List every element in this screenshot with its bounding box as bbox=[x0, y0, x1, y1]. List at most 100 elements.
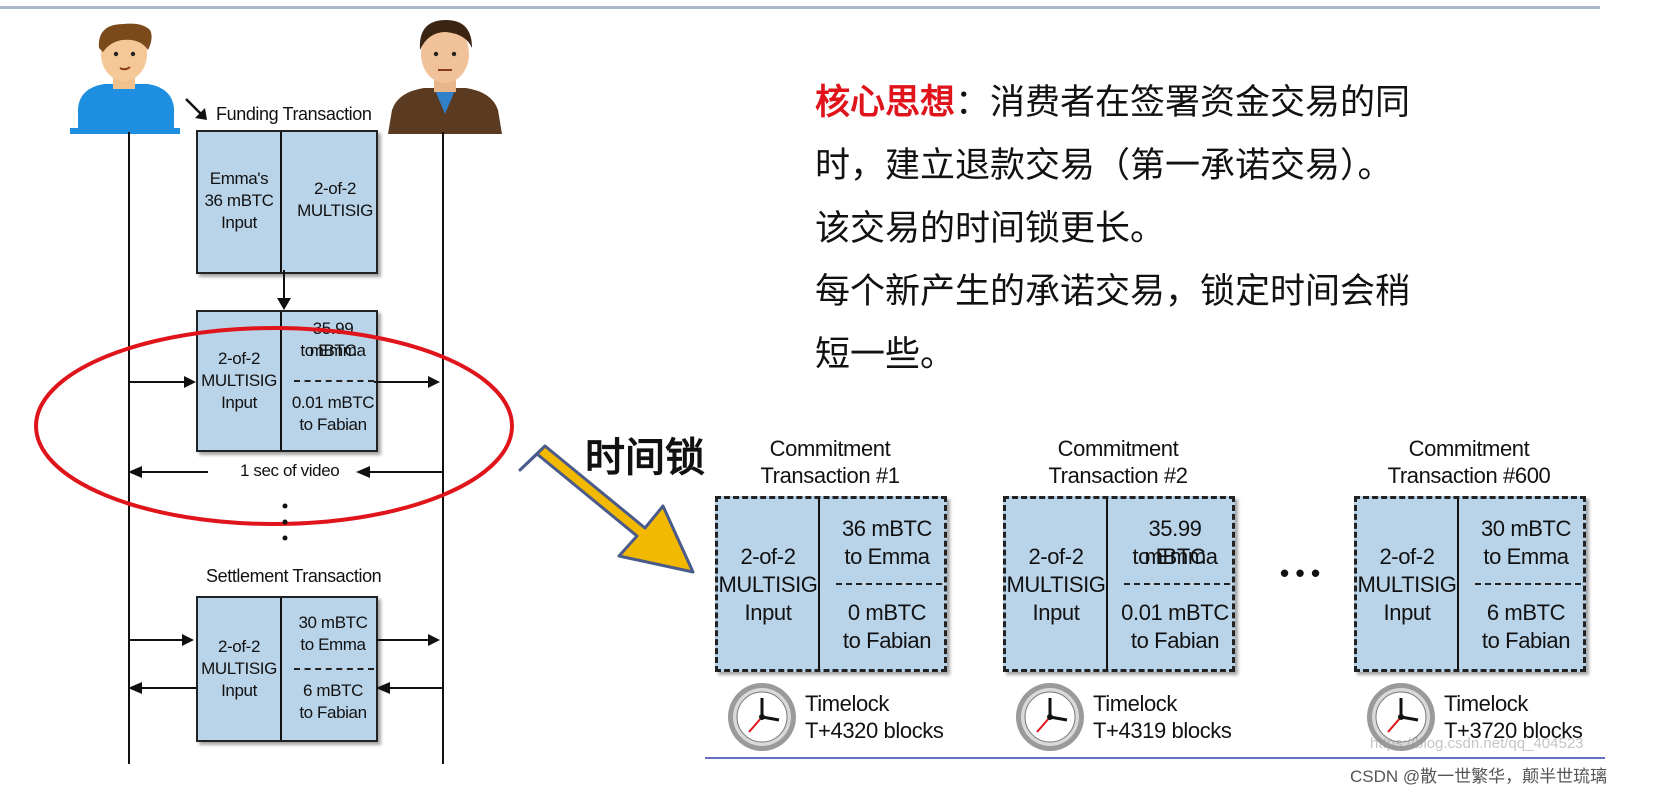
top-rule bbox=[0, 6, 1600, 9]
cb-input-l2: MULTISIG bbox=[718, 572, 818, 597]
left-commitment-box: 2-of-2 MULTISIG Input 35.99 mBTC to Emma… bbox=[196, 310, 378, 452]
commitment-box-1: 2-of-2 MULTISIG Input 36 mBTC to Emma 0 … bbox=[715, 496, 947, 672]
funding-input-l1: Emma's bbox=[209, 169, 269, 188]
faint-url-watermark: https://blog.csdn.net/qq_404523 bbox=[1370, 735, 1584, 752]
box-divider bbox=[280, 132, 282, 272]
funding-transaction-box: Emma's 36 mBTC Input 2-of-2 MULTISIG bbox=[196, 130, 378, 274]
emma-lifeline bbox=[128, 132, 130, 764]
clock-icon bbox=[1016, 683, 1084, 751]
cb-out2-l1: 0 mBTC bbox=[847, 600, 927, 625]
commitment-title-l2: Transaction #600 bbox=[1387, 463, 1551, 488]
timelock-label: Timelock bbox=[1093, 691, 1177, 716]
lc-input-l2: MULTISIG bbox=[201, 371, 277, 390]
st-input-l1: 2-of-2 bbox=[217, 637, 260, 656]
interval-label: 1 sec of video bbox=[240, 461, 340, 480]
cb-out2-l2: to Fabian bbox=[1130, 628, 1220, 653]
funding-output-l1: 2-of-2 bbox=[313, 179, 356, 198]
timelock-text-2: Timelock T+4319 blocks bbox=[1093, 690, 1232, 744]
cb-input-l1: 2-of-2 bbox=[1028, 544, 1084, 569]
cb-out1-l2: to Emma bbox=[844, 544, 930, 569]
bottom-rule bbox=[705, 757, 1605, 759]
output-separator bbox=[294, 380, 374, 382]
cb-input-l3: Input bbox=[744, 600, 792, 625]
st-input-l3: Input bbox=[221, 681, 257, 700]
output-separator bbox=[294, 668, 374, 670]
box-divider bbox=[280, 598, 282, 740]
st-out1-l2: to Emma bbox=[300, 635, 366, 654]
down-arrow bbox=[277, 270, 291, 310]
timelock-text-3: Timelock T+3720 blocks bbox=[1444, 690, 1583, 744]
core-idea-line-1-text: 消费者在签署资金交易的同 bbox=[990, 83, 1411, 123]
output-separator bbox=[1475, 583, 1581, 585]
core-idea-line-4: 每个新产生的承诺交易，锁定时间会稍 bbox=[815, 272, 1411, 312]
st-input-l2: MULTISIG bbox=[201, 659, 277, 678]
box-divider bbox=[280, 312, 282, 450]
timelock-arrow-label: 时间锁 bbox=[585, 435, 705, 481]
lc-out1-l2: to Emma bbox=[300, 341, 366, 360]
commitment-title-1: Commitment Transaction #1 bbox=[705, 435, 955, 489]
cb-input-l1: 2-of-2 bbox=[1379, 544, 1435, 569]
commitment-title-l1: Commitment bbox=[1057, 436, 1179, 461]
core-idea-line-3: 该交易的时间锁更长。 bbox=[815, 209, 1166, 249]
box-divider bbox=[1106, 499, 1108, 669]
fabian-lifeline bbox=[442, 132, 444, 764]
core-idea-line-2: 时，建立退款交易（第一承诺交易）。 bbox=[815, 146, 1393, 186]
lc-out2-l1: 0.01 mBTC bbox=[291, 393, 375, 412]
cb-input-l3: Input bbox=[1383, 600, 1431, 625]
cb-out2-l1: 6 mBTC bbox=[1486, 600, 1566, 625]
settlement-flow-arrows bbox=[128, 634, 442, 694]
cb-input-l1: 2-of-2 bbox=[740, 544, 796, 569]
clock-icon bbox=[728, 683, 796, 751]
cb-input-l3: Input bbox=[1032, 600, 1080, 625]
commitment-box-2: 2-of-2 MULTISIG Input 35.99 mBTC to Emma… bbox=[1003, 496, 1235, 672]
vertical-ellipsis bbox=[282, 503, 288, 541]
settlement-caption: Settlement Transaction bbox=[206, 566, 382, 586]
commitment-box-3: 2-of-2 MULTISIG Input 30 mBTC to Emma 6 … bbox=[1354, 496, 1586, 672]
fabian-avatar bbox=[388, 20, 502, 134]
cb-out1-l1: 35.99 mBTC bbox=[1144, 516, 1206, 569]
funding-input-l3: Input bbox=[221, 213, 257, 232]
output-separator bbox=[836, 583, 942, 585]
commitment-title-l1: Commitment bbox=[769, 436, 891, 461]
st-out1-l1: 30 mBTC bbox=[298, 613, 368, 632]
cb-input-l2: MULTISIG bbox=[1357, 572, 1457, 597]
cb-out1-l1: 36 mBTC bbox=[841, 516, 933, 541]
core-idea-line-5: 短一些。 bbox=[815, 335, 956, 375]
st-out2-l2: to Fabian bbox=[299, 703, 367, 722]
timelock-label: Timelock bbox=[805, 691, 889, 716]
commitment-flow-arrows bbox=[128, 376, 442, 478]
highlight-ellipse bbox=[34, 326, 514, 526]
commitment-title-l2: Transaction #2 bbox=[1048, 463, 1188, 488]
cb-out2-l1: 0.01 mBTC bbox=[1121, 600, 1229, 625]
timelock-label: Timelock bbox=[1444, 691, 1528, 716]
timelock-value: T+4319 blocks bbox=[1093, 718, 1232, 743]
cb-out1-l1: 30 mBTC bbox=[1480, 516, 1572, 541]
settlement-transaction-box: 2-of-2 MULTISIG Input 30 mBTC to Emma 6 … bbox=[196, 596, 378, 742]
clock-icon bbox=[1367, 683, 1435, 751]
timelock-text-1: Timelock T+4320 blocks bbox=[805, 690, 944, 744]
cb-out1-l2: to Emma bbox=[1132, 544, 1218, 569]
csdn-watermark: CSDN @散一世繁华，颠半世琉璃 bbox=[1350, 767, 1608, 786]
commitment-title-l1: Commitment bbox=[1408, 436, 1530, 461]
core-idea-line-1: 核心思想：消费者在签署资金交易的同 bbox=[815, 72, 1435, 135]
commitment-title-3: Commitment Transaction #600 bbox=[1344, 435, 1594, 489]
funding-caption: Funding Transaction bbox=[216, 104, 372, 124]
cb-input-l2: MULTISIG bbox=[1006, 572, 1106, 597]
emma-avatar bbox=[70, 23, 180, 134]
lc-out2-l2: to Fabian bbox=[299, 415, 367, 434]
commitment-title-2: Commitment Transaction #2 bbox=[993, 435, 1243, 489]
commitment-title-l2: Transaction #1 bbox=[760, 463, 900, 488]
box-divider bbox=[818, 499, 820, 669]
cb-out2-l2: to Fabian bbox=[1481, 628, 1571, 653]
timelock-value: T+4320 blocks bbox=[805, 718, 944, 743]
timelock-value: T+3720 blocks bbox=[1444, 718, 1583, 743]
box-divider bbox=[1457, 499, 1459, 669]
funding-pointer-arrow bbox=[185, 98, 207, 120]
funding-input-l2: 36 mBTC bbox=[204, 191, 274, 210]
core-idea-label: 核心思想 bbox=[815, 83, 956, 123]
horizontal-ellipsis: • • • bbox=[1280, 558, 1320, 588]
big-yellow-arrow bbox=[518, 444, 695, 574]
cb-out1-l2: to Emma bbox=[1483, 544, 1569, 569]
core-idea-text: 核心思想：消费者在签署资金交易的同 时，建立退款交易（第一承诺交易）。 该交易的… bbox=[815, 72, 1435, 387]
funding-output-l2: MULTISIG bbox=[297, 201, 373, 220]
